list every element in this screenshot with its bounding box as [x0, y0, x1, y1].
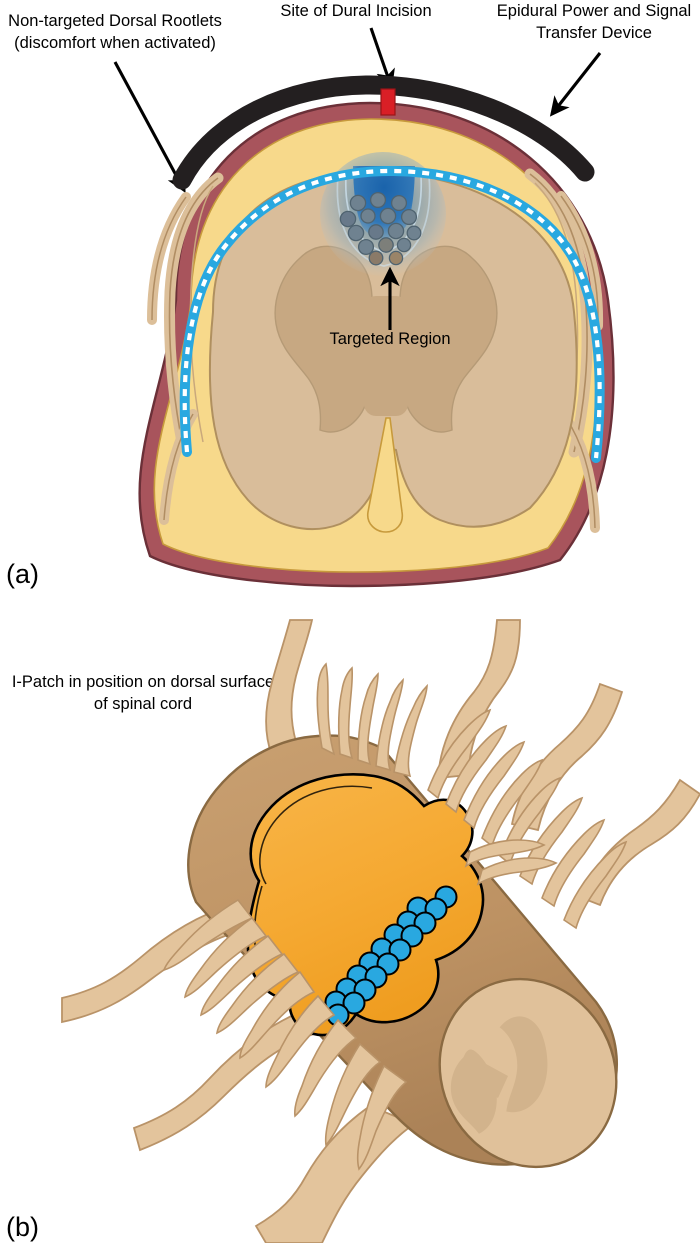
nerve-root-ul-1 [265, 619, 314, 758]
rootlet [464, 839, 546, 868]
dural-incision-marker [380, 88, 396, 116]
epidural-device-arrow [549, 52, 602, 117]
panel-b-caption: I-Patch in position on dorsal surface of… [12, 673, 274, 713]
non-targeted-rootlets-arrow [113, 61, 186, 193]
epidural-device-label-line2: Transfer Device [536, 24, 652, 42]
cut-face-gray-matter-bridge [478, 1064, 508, 1098]
rootlet [356, 1064, 408, 1171]
rootlet [239, 970, 316, 1060]
rootlet [393, 683, 428, 778]
dorsal-rootlet-right-2-outline [560, 195, 599, 327]
rootlet [324, 1042, 382, 1147]
epidural-power-signal-transfer-device [172, 75, 595, 190]
label-non-targeted-rootlets: Non-targeted Dorsal Rootlets (discomfort… [8, 12, 222, 193]
dorsal-rootlet-left-1-inner [189, 185, 214, 443]
i-patch-band-dashes [182, 168, 602, 459]
label-site-of-dural-incision: Site of Dural Incision [280, 2, 432, 90]
panel-a-letter: (a) [6, 559, 39, 589]
gray-matter-commissure [364, 296, 408, 416]
anterior-median-fissure [366, 417, 404, 533]
dorsal-rootlets-left [147, 172, 224, 525]
rootlets-lower-left [162, 898, 408, 1171]
targeted-region-label-text: Targeted Region [329, 330, 450, 348]
i-patch-electrode-array [324, 885, 458, 1027]
rootlets-lower-right [464, 839, 558, 886]
nerve-root-ll-2 [132, 1010, 316, 1152]
targeted-region-contour-2 [336, 175, 431, 267]
rootlet [427, 708, 492, 800]
dorsal-rootlet-right-3-outline [565, 417, 596, 529]
non-targeted-rootlets-label-line1: Non-targeted Dorsal Rootlets [8, 12, 222, 30]
nerve-root-ll-3 [254, 1104, 416, 1243]
dural-incision-label-text: Site of Dural Incision [280, 2, 431, 20]
cut-face-gray-matter [450, 1016, 548, 1134]
rootlet [563, 840, 628, 930]
panel-b-caption-line2: of spinal cord [94, 695, 192, 713]
dorsal-rootlet-left-2-outline [151, 196, 187, 321]
panel-b-letter: (b) [6, 1212, 39, 1242]
rootlet [476, 857, 558, 886]
non-targeted-rootlets-label-line2: (discomfort when activated) [14, 34, 216, 52]
rootlet [337, 666, 354, 760]
rootlet [316, 662, 336, 756]
rootlet [445, 724, 508, 814]
panel-b-group: I-Patch in position on dorsal surface of… [6, 619, 700, 1243]
rootlet [293, 1018, 358, 1118]
epidural-device-label-line1: Epidural Power and Signal [497, 2, 691, 20]
rootlet [162, 898, 254, 972]
rootlet [463, 740, 526, 830]
rootlet [357, 672, 379, 766]
rootlet [200, 934, 284, 1017]
cut-face-gray-matter-right [499, 1016, 548, 1113]
rootlet [216, 952, 300, 1035]
label-epidural-device: Epidural Power and Signal Transfer Devic… [497, 2, 691, 117]
dorsal-rootlet-left-1-outline [168, 177, 219, 448]
nerve-root-ur-3 [580, 778, 700, 907]
panel-b-caption-line1: I-Patch in position on dorsal surface [12, 673, 274, 691]
panel-a-group: Site of Dural Incision Epidural Power an… [6, 2, 691, 589]
rootlets-upper-left [316, 662, 428, 778]
rootlet [375, 677, 404, 772]
rootlet [481, 758, 544, 848]
rootlet [541, 818, 606, 908]
rootlet [184, 916, 268, 999]
rootlet [265, 994, 336, 1089]
label-targeted-region: Targeted Region [329, 266, 451, 348]
i-patch-plate-edge-highlight [259, 785, 373, 885]
electrode-dot [342, 991, 366, 1015]
targeted-neuron-cell-bodies [339, 191, 422, 266]
